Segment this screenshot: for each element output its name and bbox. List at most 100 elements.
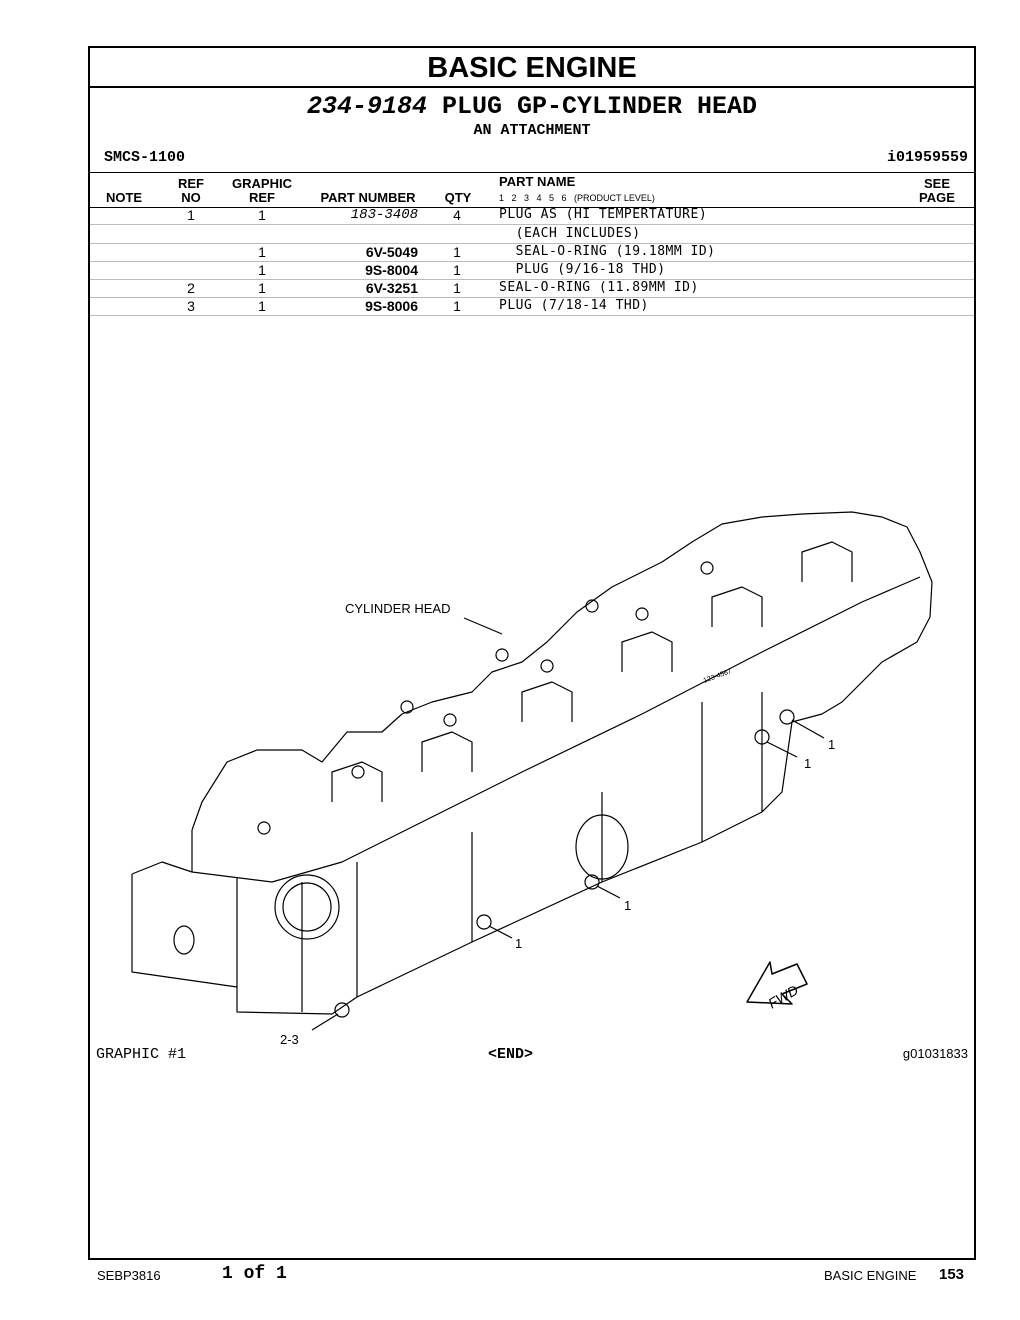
col-see-top: SEE xyxy=(923,176,950,191)
table-row: 3 1 9S-8006 1 PLUG (7/18-14 THD) xyxy=(90,297,974,316)
callout-label: 1 xyxy=(624,898,631,913)
plug xyxy=(476,914,492,930)
graphic-ref: 1 xyxy=(258,207,266,223)
cam-tower xyxy=(521,681,573,722)
end-port-outer xyxy=(274,874,340,940)
graphic-id: g01031833 xyxy=(902,1046,968,1061)
part-name: SEAL-O-RING (19.18MM ID) xyxy=(499,244,716,259)
bolt-hole xyxy=(351,765,365,779)
bolt-hole xyxy=(495,648,509,662)
table-row: 2 1 6V-3251 1 SEAL-O-RING (11.89MM ID) xyxy=(90,279,974,298)
part-number: 6V-5049 xyxy=(365,244,418,260)
cam-tower xyxy=(331,761,383,802)
bolt-hole xyxy=(443,713,457,727)
deck-edge xyxy=(191,576,921,883)
quantity: 1 xyxy=(453,262,461,278)
bolt-hole xyxy=(540,659,554,673)
callout-label: 2-3 xyxy=(280,1032,299,1047)
forward-arrow-icon xyxy=(746,961,808,1005)
part-name: PLUG (7/18-14 THD) xyxy=(499,298,649,313)
ref-no: 2 xyxy=(187,280,195,296)
ref-no: 1 xyxy=(187,207,195,223)
graphic-ref: 1 xyxy=(258,280,266,296)
cylinder-head-label: CYLINDER HEAD xyxy=(345,601,450,616)
callout-leader-line xyxy=(311,1013,339,1031)
quantity: 1 xyxy=(453,244,461,260)
graphic-ref: 1 xyxy=(258,262,266,278)
table-row: (EACH INCLUDES) xyxy=(90,225,974,244)
smcs-code: SMCS-1100 xyxy=(104,149,186,166)
footer-section: BASIC ENGINE xyxy=(824,1268,917,1283)
quantity: 1 xyxy=(453,280,461,296)
table-row: 1 6V-5049 1 SEAL-O-RING (19.18MM ID) xyxy=(90,243,974,262)
fwd-label: FWD xyxy=(765,982,801,1012)
end-face-top xyxy=(131,861,193,875)
plug xyxy=(584,874,600,890)
end-label: <END> xyxy=(488,1046,534,1063)
col-part-number: PART NUMBER xyxy=(320,190,416,205)
section-title: BASIC ENGINE xyxy=(90,48,974,88)
graphic-ref: 1 xyxy=(258,298,266,314)
callout-label: 1 xyxy=(804,756,811,771)
group-title: 234-9184 PLUG GP-CYLINDER HEAD xyxy=(90,92,974,121)
callout-leader-line xyxy=(596,885,621,899)
col-ref-top: REF xyxy=(178,176,204,191)
part-number: 9S-8006 xyxy=(365,298,418,314)
gasket-outline xyxy=(191,511,933,831)
attachment-label: AN ATTACHMENT xyxy=(473,122,591,139)
table-row: 1 1 183-3408 4 PLUG AS (HI TEMPERTATURE) xyxy=(90,206,974,225)
group-name: PLUG GP-CYLINDER HEAD xyxy=(441,92,758,121)
page-frame: BASIC ENGINE 234-9184 PLUG GP-CYLINDER H… xyxy=(88,46,976,1260)
callout-label: 1 xyxy=(515,936,522,951)
part-number: 6V-3251 xyxy=(365,280,418,296)
bolt-hole xyxy=(635,607,649,621)
cam-tower xyxy=(421,731,473,772)
cam-tower xyxy=(801,541,853,582)
col-qty: QTY xyxy=(444,190,472,205)
side-boss xyxy=(575,814,629,880)
callout-leader-line xyxy=(791,719,825,739)
part-name: SEAL-O-RING (11.89MM ID) xyxy=(499,280,699,295)
bolt-hole xyxy=(257,821,271,835)
callout-label: 1 xyxy=(828,737,835,752)
part-name: PLUG (9/16-18 THD) xyxy=(499,262,666,277)
page-of: 1 of 1 xyxy=(222,1264,287,1284)
callout-leader-line xyxy=(766,741,798,758)
graphic-ref: 1 xyxy=(258,244,266,260)
ref-no: 3 xyxy=(187,298,195,314)
plug xyxy=(779,709,795,725)
end-port-inner xyxy=(282,882,332,932)
page-number: 153 xyxy=(939,1266,965,1283)
col-graphic-bottom: REF xyxy=(249,190,275,205)
bolt-hole xyxy=(585,599,599,613)
group-number: 234-9184 xyxy=(306,92,427,121)
bolt-hole xyxy=(400,700,414,714)
front-face xyxy=(131,721,793,1015)
cam-tower xyxy=(621,631,673,672)
part-number: 9S-8004 xyxy=(365,262,418,278)
col-part-name: PART NAME xyxy=(499,174,576,189)
plug xyxy=(754,729,770,745)
doc-number: SEBP3816 xyxy=(97,1268,161,1283)
col-note: NOTE xyxy=(105,190,143,205)
col-see-bottom: PAGE xyxy=(919,190,955,205)
part-name: (EACH INCLUDES) xyxy=(499,226,641,241)
plug xyxy=(334,1002,350,1018)
callout-leader-line xyxy=(488,925,513,939)
quantity: 4 xyxy=(453,207,461,223)
col-ref-bottom: NO xyxy=(181,190,201,205)
quantity: 1 xyxy=(453,298,461,314)
side-port xyxy=(173,925,195,955)
part-number: 183-3408 xyxy=(350,207,418,223)
stamp-label: 123-4567 xyxy=(703,668,733,685)
cylinder-head-drawing: CYLINDER HEAD 1 1 1 1 2-3 FWD 123-4567 xyxy=(131,511,933,1047)
graphic-label: GRAPHIC #1 xyxy=(96,1046,187,1063)
col-product-level: 1 2 3 4 5 6 (PRODUCT LEVEL) xyxy=(499,193,655,203)
parts-table-header: NOTE REF NO GRAPHIC REF PART NUMBER QTY … xyxy=(90,172,974,208)
illustration-id: i01959559 xyxy=(886,149,968,166)
label-leader-line xyxy=(463,617,503,635)
part-name: PLUG AS (HI TEMPERTATURE) xyxy=(499,207,708,222)
cam-tower xyxy=(711,586,763,627)
col-graphic-top: GRAPHIC xyxy=(232,176,292,191)
table-row: 1 9S-8004 1 PLUG (9/16-18 THD) xyxy=(90,261,974,280)
